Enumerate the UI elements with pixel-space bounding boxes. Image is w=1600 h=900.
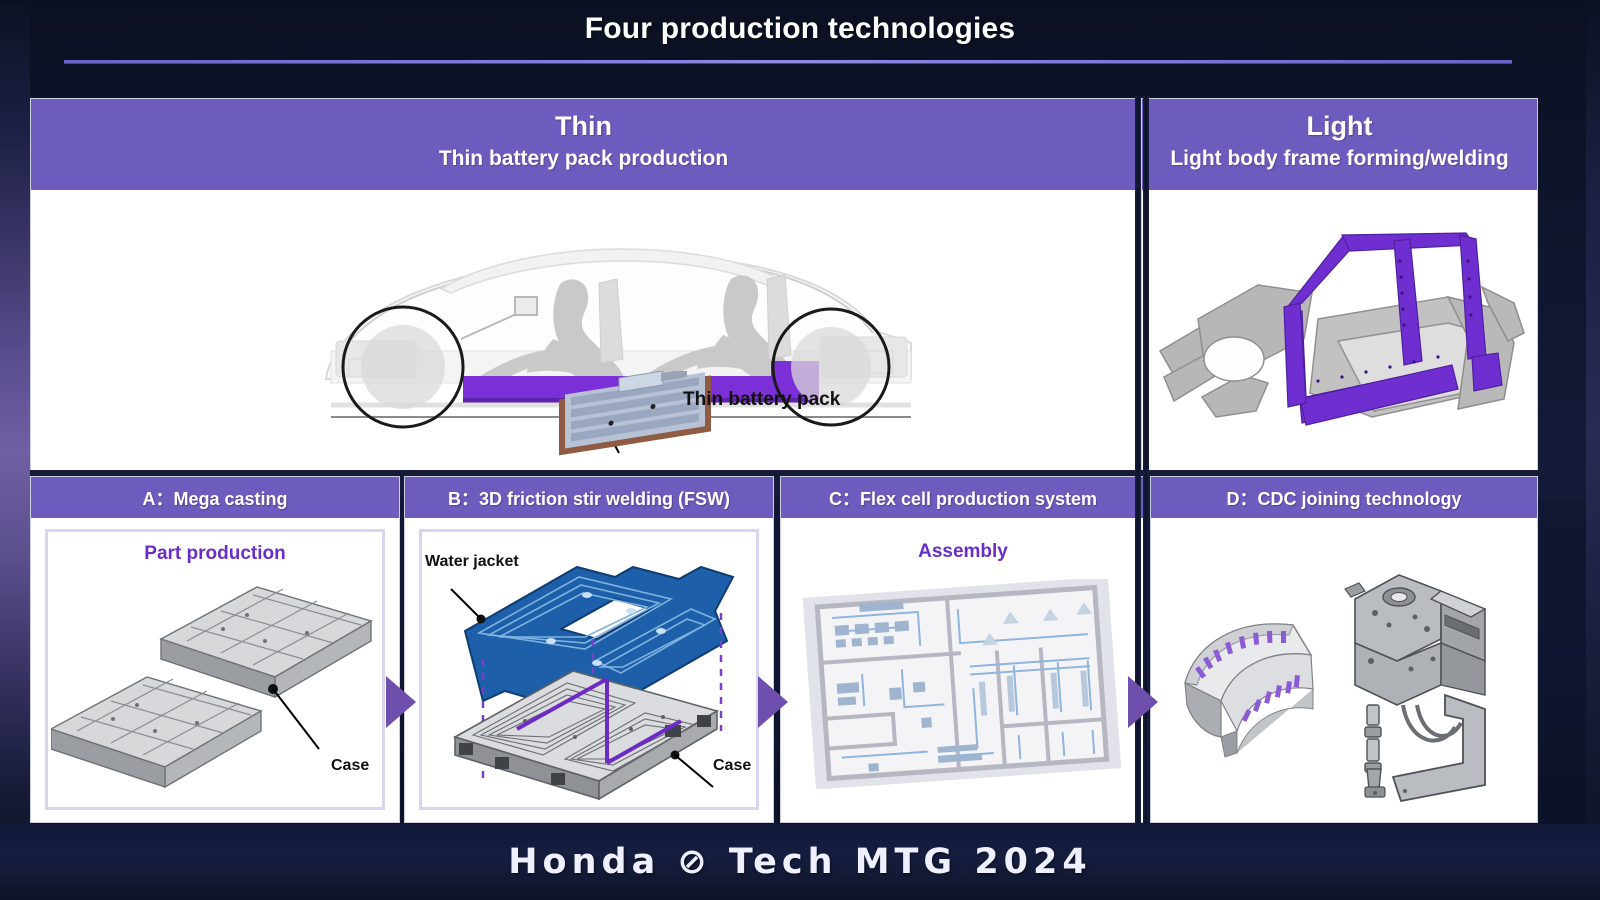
mega-casting-trays-illustration xyxy=(51,586,373,789)
title-area: Four production technologies xyxy=(0,8,1600,78)
section-column-divider xyxy=(1135,96,1141,825)
flow-arrow-c-to-d xyxy=(1128,676,1158,728)
section-thin-subtitle: Thin battery pack production xyxy=(438,147,729,170)
step-a-inner-frame xyxy=(45,529,385,810)
step-a-header: A：Mega casting xyxy=(31,477,399,519)
top-row: Thin Thin battery pack production xyxy=(30,96,1538,825)
thin-battery-pack-label: Thin battery pack xyxy=(683,389,841,410)
factory-floor-plan-illustration xyxy=(803,579,1122,789)
footer-brand-text: Honda ⊘ Tech MTG 2024 xyxy=(508,842,1092,882)
thin-battery-pack-detail xyxy=(559,371,711,456)
right-gradient-band xyxy=(1586,0,1600,900)
step-b-body: Water jacket Case xyxy=(405,519,773,822)
section-light-title: Light xyxy=(1306,111,1373,141)
section-thin-title: Thin xyxy=(555,111,612,141)
step-b-inner-frame xyxy=(419,529,759,810)
title-divider-rule xyxy=(64,60,1512,63)
section-thin[interactable]: Thin Thin battery pack production xyxy=(30,98,1137,470)
section-light-body xyxy=(1142,191,1537,470)
step-card-b[interactable]: B：3D friction stir welding (FSW) xyxy=(404,476,774,823)
step-a-caption: Part production xyxy=(144,543,286,564)
step-d-header: D：CDC joining technology xyxy=(1151,477,1537,519)
section-light[interactable]: Light Light body frame forming/welding xyxy=(1141,98,1538,470)
step-column-divider xyxy=(1143,96,1149,825)
cdc-joining-illustration xyxy=(1184,574,1487,803)
left-gradient-band xyxy=(0,0,30,900)
step-a-body: Part production xyxy=(31,519,399,822)
step-c-header: C：Flex cell production system xyxy=(781,477,1145,519)
step-b-label-water-jacket: Water jacket xyxy=(425,553,519,570)
flow-arrow-a-to-b xyxy=(386,676,416,728)
section-light-subtitle: Light body frame forming/welding xyxy=(1170,147,1509,170)
bottom-row: A：Mega casting Part production xyxy=(30,96,1538,825)
body-frame-illustration xyxy=(1158,232,1525,426)
flow-arrow-b-to-c xyxy=(758,676,788,728)
section-thin-body: Thin battery pack xyxy=(31,191,1136,470)
step-c-caption: Assembly xyxy=(918,541,1008,562)
page-title: Four production technologies xyxy=(584,12,1016,45)
section-thin-header: Thin Thin battery pack production xyxy=(31,99,1136,191)
step-a-label-case: Case xyxy=(331,757,370,774)
step-b-header: B：3D friction stir welding (FSW) xyxy=(405,477,773,519)
step-d-body xyxy=(1151,519,1537,822)
section-light-header: Light Light body frame forming/welding xyxy=(1142,99,1537,191)
step-card-a[interactable]: A：Mega casting Part production xyxy=(30,476,400,823)
step-card-d[interactable]: D：CDC joining technology xyxy=(1150,476,1538,823)
step-card-c[interactable]: C：Flex cell production system Assembly xyxy=(780,476,1146,823)
footer-bar: Honda ⊘ Tech MTG 2024 xyxy=(0,824,1600,900)
fsw-water-jacket-illustration xyxy=(450,565,735,801)
content-grid: Thin Thin battery pack production xyxy=(30,96,1538,825)
step-b-label-case: Case xyxy=(713,757,752,774)
step-c-body: Assembly xyxy=(781,519,1145,822)
